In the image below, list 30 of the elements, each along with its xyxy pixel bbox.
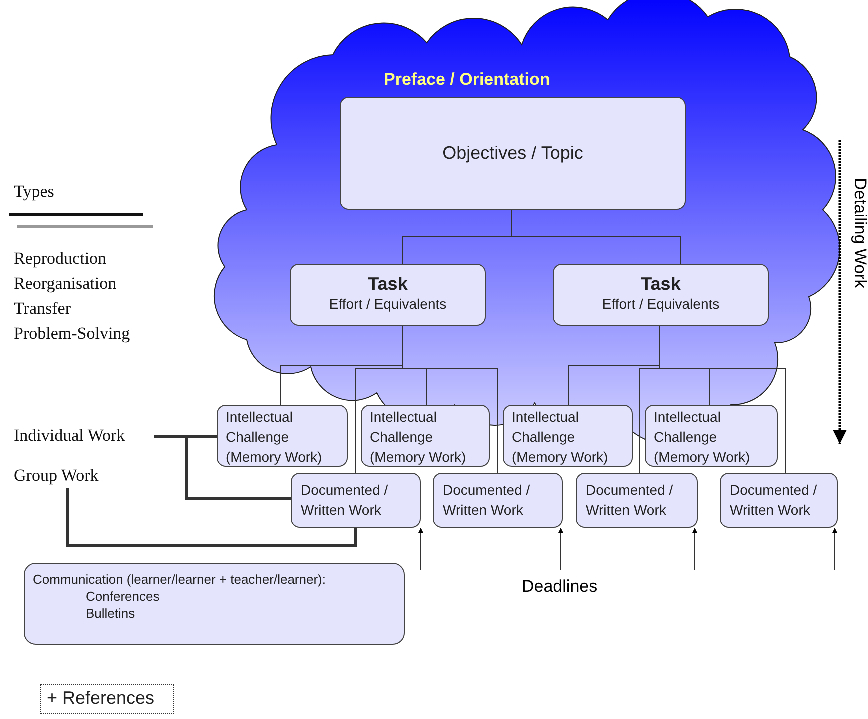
task-box: Task Effort / Equivalents	[290, 264, 486, 326]
references-box: + References	[40, 684, 174, 714]
challenge-box: Intellectual Challenge (Memory Work)	[217, 405, 348, 467]
type-label: Transfer	[14, 299, 71, 319]
challenge-box: Intellectual Challenge (Memory Work)	[361, 405, 490, 467]
types-heading: Types	[14, 182, 54, 202]
written-work-box: Documented / Written Work	[720, 473, 838, 528]
challenge-box: Intellectual Challenge (Memory Work)	[645, 405, 778, 467]
connector-line	[512, 210, 682, 264]
type-label: Problem-Solving	[14, 324, 130, 344]
deadline-arrow	[418, 528, 424, 570]
type-label: Reorganisation	[14, 274, 117, 294]
type-label: Reproduction	[14, 249, 107, 269]
deadline-arrow	[692, 528, 698, 570]
deadline-arrow	[832, 528, 838, 570]
written-work-box: Documented / Written Work	[291, 473, 421, 528]
direction-label: Detailing Work	[850, 178, 868, 288]
cloud-title: Preface / Orientation	[384, 70, 550, 90]
deadline-arrow	[558, 528, 564, 570]
connector-line	[66, 488, 358, 548]
connector-line	[154, 436, 291, 500]
written-work-box: Documented / Written Work	[433, 473, 563, 528]
task-box: Task Effort / Equivalents	[553, 264, 769, 326]
objectives-box: Objectives / Topic	[340, 97, 686, 210]
written-work-box: Documented / Written Work	[576, 473, 698, 528]
communication-box: Communication (learner/learner + teacher/learner): Conferences Bulletins	[24, 563, 405, 645]
deadlines-label: Deadlines	[522, 577, 598, 597]
work-mode-label: Individual Work	[14, 426, 126, 446]
challenge-box: Intellectual Challenge (Memory Work)	[503, 405, 633, 467]
work-mode-label: Group Work	[14, 466, 99, 486]
